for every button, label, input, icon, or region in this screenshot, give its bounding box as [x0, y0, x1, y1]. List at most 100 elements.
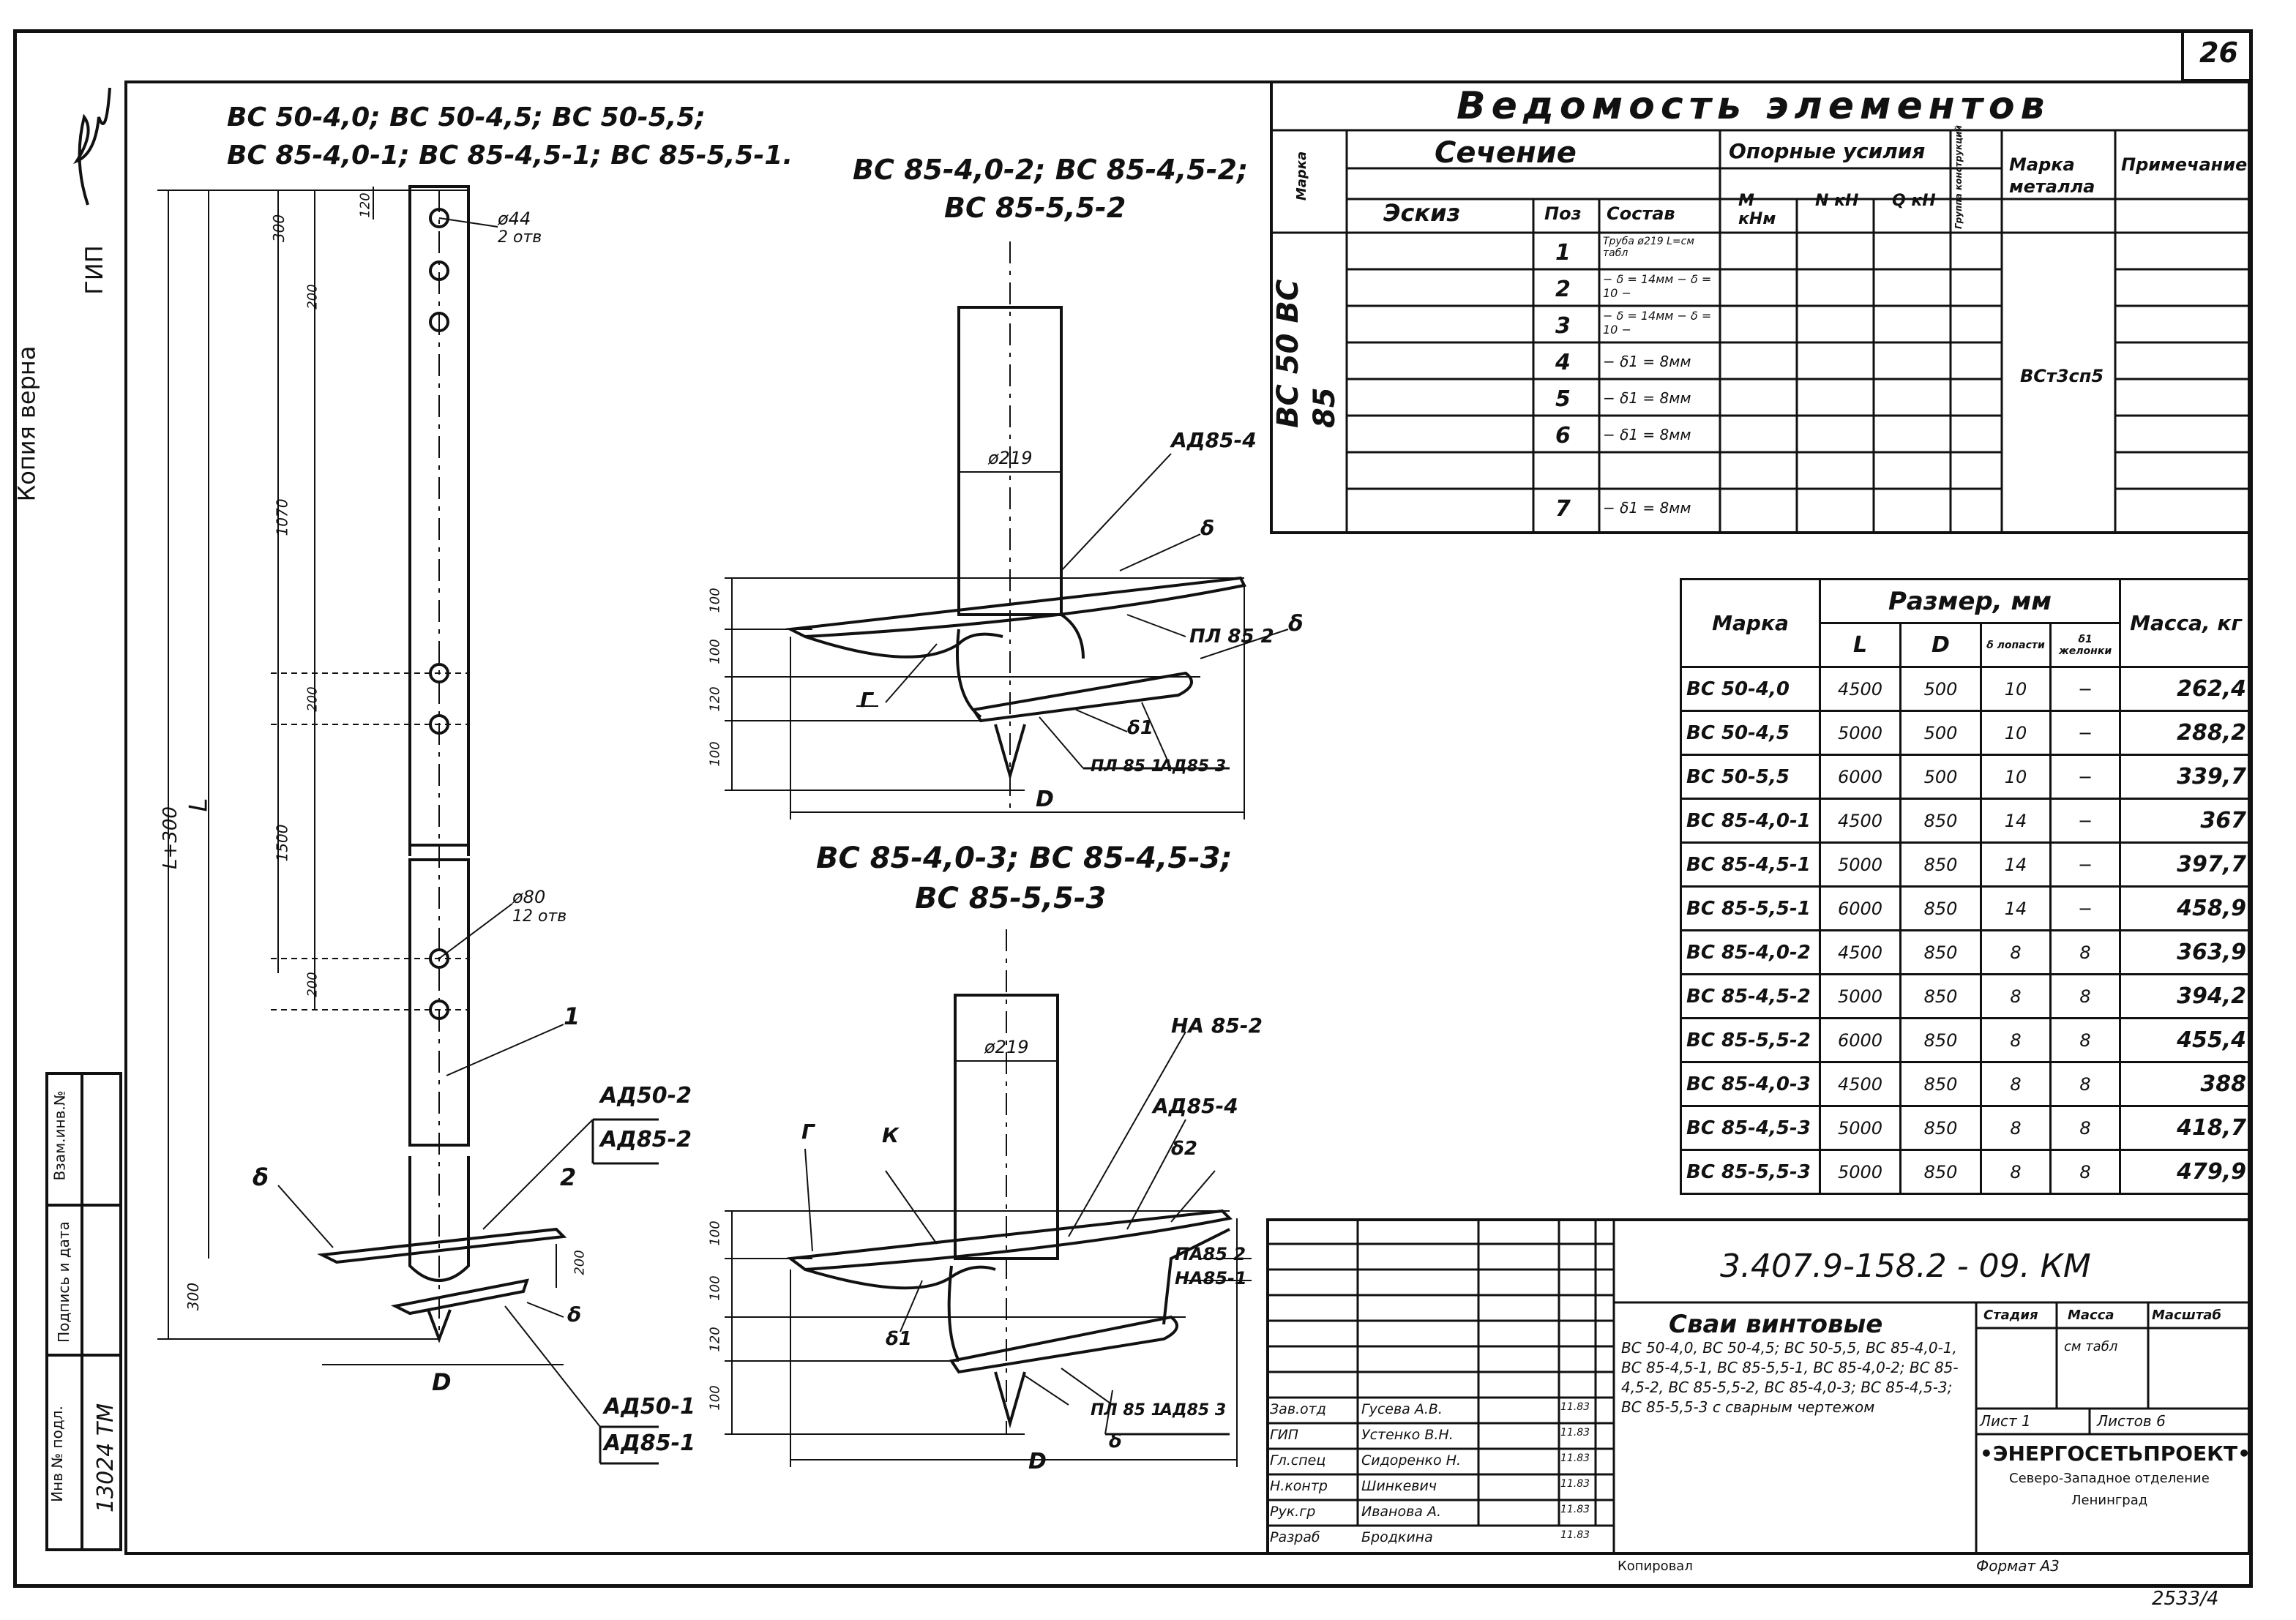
- side-registration-box: [45, 1072, 122, 1551]
- sizes-cell-d: 8: [1980, 1017, 2052, 1063]
- mid-bot-title-1: ВС 85-4,0-3; ВС 85-4,5-3;: [816, 841, 1233, 875]
- sizes-cell-marka: ВС 85-4,0-2: [1680, 929, 1821, 975]
- delta-label-left: δ: [253, 1163, 269, 1191]
- AD85-2-label: АД85-2: [600, 1127, 692, 1152]
- signer-date: 11.83: [1560, 1504, 1590, 1515]
- doc-code: 3.407.9-158.2 - 09. КМ: [1720, 1248, 2091, 1285]
- signer-role: Н.контр: [1270, 1478, 1328, 1494]
- signer-name: Сидоренко Н.: [1361, 1452, 1462, 1469]
- sizes-cell-d1: 8: [2049, 1017, 2122, 1063]
- signer-name: Иванова А.: [1361, 1504, 1442, 1520]
- sizes-cell-d: 10: [1980, 666, 2052, 712]
- ved-h-eskiz: Эскиз: [1383, 199, 1461, 227]
- signer-role: Гл.спец: [1270, 1452, 1326, 1469]
- sizes-cell-d1: −: [2049, 798, 2122, 844]
- signer-role: Рук.гр: [1270, 1504, 1316, 1520]
- D-label-left: D: [432, 1368, 452, 1396]
- sizes-cell-m: 479,9: [2119, 1149, 2254, 1195]
- tb-org-2: Северо-Западное отделение: [2009, 1471, 2210, 1486]
- G-bot-label: Г: [801, 1120, 815, 1144]
- mid-top-title-1: ВС 85-4,0-2; ВС 85-4,5-2;: [853, 154, 1249, 186]
- sizes-cell-marka: ВС 85-5,5-2: [1680, 1017, 1821, 1063]
- sizes-cell-D: 850: [1899, 885, 1982, 931]
- sizes-h-L: L: [1819, 622, 1902, 668]
- ved-row-5-sostav: − δ1 = 8мм: [1603, 389, 1691, 407]
- AD85-4-top-label: АД85-4: [1171, 428, 1257, 452]
- delta2-bot-label: δ2: [1171, 1138, 1197, 1160]
- K-bot-label: К: [882, 1123, 899, 1147]
- tb-org-1: •ЭНЕРГОСЕТЬПРОЕКТ•: [1980, 1441, 2251, 1466]
- vedomost-title: Ведомость элементов: [1456, 84, 2051, 128]
- ved-metal-value: ВСт3сп5: [2020, 366, 2104, 386]
- side-box-divider-h2: [45, 1354, 122, 1357]
- sizes-cell-marka: ВС 85-5,5-1: [1680, 885, 1821, 931]
- ved-row-3-sostav: − δ = 14мм − δ = 10 −: [1603, 309, 1712, 337]
- tb-org-3: Ленинград: [2071, 1493, 2148, 1508]
- sizes-h-marka: Марка: [1680, 578, 1821, 668]
- AD85-1-label: АД85-1: [604, 1430, 696, 1456]
- tb-h-massa: Масса: [2068, 1308, 2114, 1323]
- sizes-cell-d1: −: [2049, 666, 2122, 712]
- tb-listov: Листов 6: [2097, 1412, 2166, 1430]
- tb-kopiroval: Копировал: [1618, 1559, 1693, 1574]
- signer-name: Гусева А.В.: [1361, 1401, 1443, 1417]
- sizes-cell-D: 850: [1899, 841, 1982, 888]
- sizes-cell-L: 5000: [1819, 973, 1902, 1019]
- sizes-cell-m: 458,9: [2119, 885, 2254, 931]
- sizes-cell-d: 14: [1980, 841, 2052, 888]
- ved-row-1-poz: 1: [1555, 240, 1571, 266]
- ved-h-sechenie: Сечение: [1435, 136, 1577, 170]
- delta-bot-label: δ: [1109, 1430, 1122, 1452]
- sizes-cell-d1: −: [2049, 841, 2122, 888]
- sizes-cell-L: 6000: [1819, 1017, 1902, 1063]
- NA85-2-label: НА 85-2: [1171, 1013, 1263, 1038]
- G1-top-label: Г: [860, 688, 873, 712]
- sizes-cell-d: 10: [1980, 710, 2052, 756]
- delta1-bot-label: δ1: [886, 1328, 912, 1350]
- side-box-divider: [81, 1072, 83, 1551]
- pos-2-label: 2: [560, 1163, 577, 1191]
- signer-role: Разраб: [1270, 1529, 1320, 1545]
- sizes-h-delta-lop: δ лопасти: [1980, 622, 2052, 668]
- D-top-label: D: [1036, 787, 1054, 812]
- ved-h-Q: Q кН: [1892, 192, 1936, 210]
- PL85-1-bot-label: ПЛ 85 1: [1091, 1401, 1162, 1420]
- sizes-cell-d1: 8: [2049, 973, 2122, 1019]
- sizes-cell-d: 14: [1980, 798, 2052, 844]
- sizes-cell-d: 8: [1980, 1149, 2052, 1195]
- mid-top-title-2: ВС 85-5,5-2: [944, 192, 1126, 224]
- sizes-cell-d: 8: [1980, 1105, 2052, 1151]
- PL85-2-top-label: ПЛ 85 2: [1189, 626, 1274, 648]
- sizes-cell-D: 850: [1899, 1149, 1982, 1195]
- sizes-h-D: D: [1899, 622, 1982, 668]
- delta-label-left-b: δ: [567, 1302, 582, 1327]
- delta-top-label: δ: [1200, 516, 1215, 540]
- hole-80-label: ø80: [512, 887, 546, 907]
- sizes-cell-d1: 8: [2049, 1149, 2122, 1195]
- PA85-2-label: ПА85 2: [1175, 1244, 1246, 1264]
- ved-row-6-poz: 6: [1555, 423, 1571, 449]
- NA85-1-label: НА85-1: [1175, 1268, 1247, 1289]
- pos-1-label: 1: [564, 1002, 580, 1030]
- sizes-cell-d1: 8: [2049, 1105, 2122, 1151]
- archive-number: 2533/4: [2152, 1588, 2219, 1610]
- ved-row-2-sostav: − δ = 14мм − δ = 10 −: [1603, 272, 1712, 300]
- delta-right-top-label: δ: [1288, 611, 1304, 637]
- delta1-top-label: δ1: [1127, 717, 1153, 739]
- sizes-cell-L: 5000: [1819, 1105, 1902, 1151]
- hole-44-label: ø44: [498, 209, 531, 229]
- signer-role: Зав.отд: [1270, 1401, 1326, 1417]
- sizes-cell-d1: −: [2049, 885, 2122, 931]
- sizes-cell-L: 5000: [1819, 841, 1902, 888]
- ved-row-3-poz: 3: [1555, 313, 1571, 339]
